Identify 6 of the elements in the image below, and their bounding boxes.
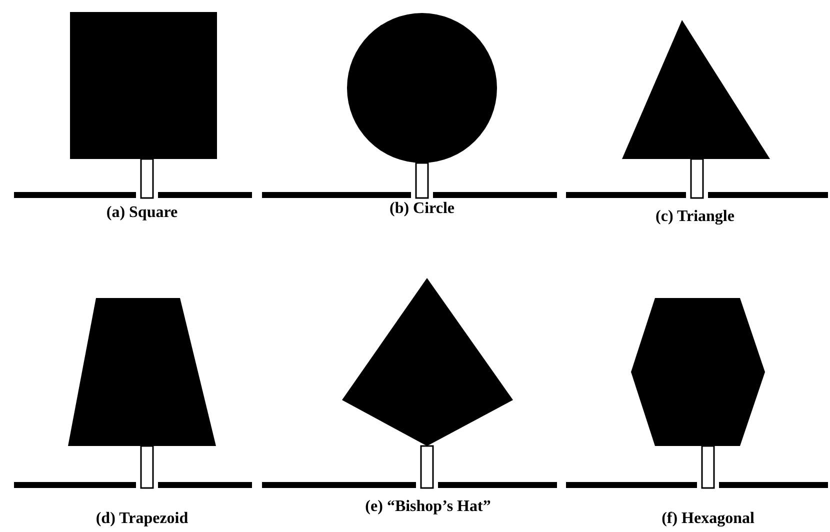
figure-caption: (d) Trapezoid: [96, 510, 188, 528]
figure-caption: (f) Hexagonal: [662, 510, 754, 528]
figure-caption: (b) Circle: [390, 200, 454, 218]
figure-caption: (a) Square: [106, 204, 178, 222]
figure-caption: (c) Triangle: [656, 208, 734, 226]
figure-caption: (e) “Bishop’s Hat”: [365, 498, 491, 516]
